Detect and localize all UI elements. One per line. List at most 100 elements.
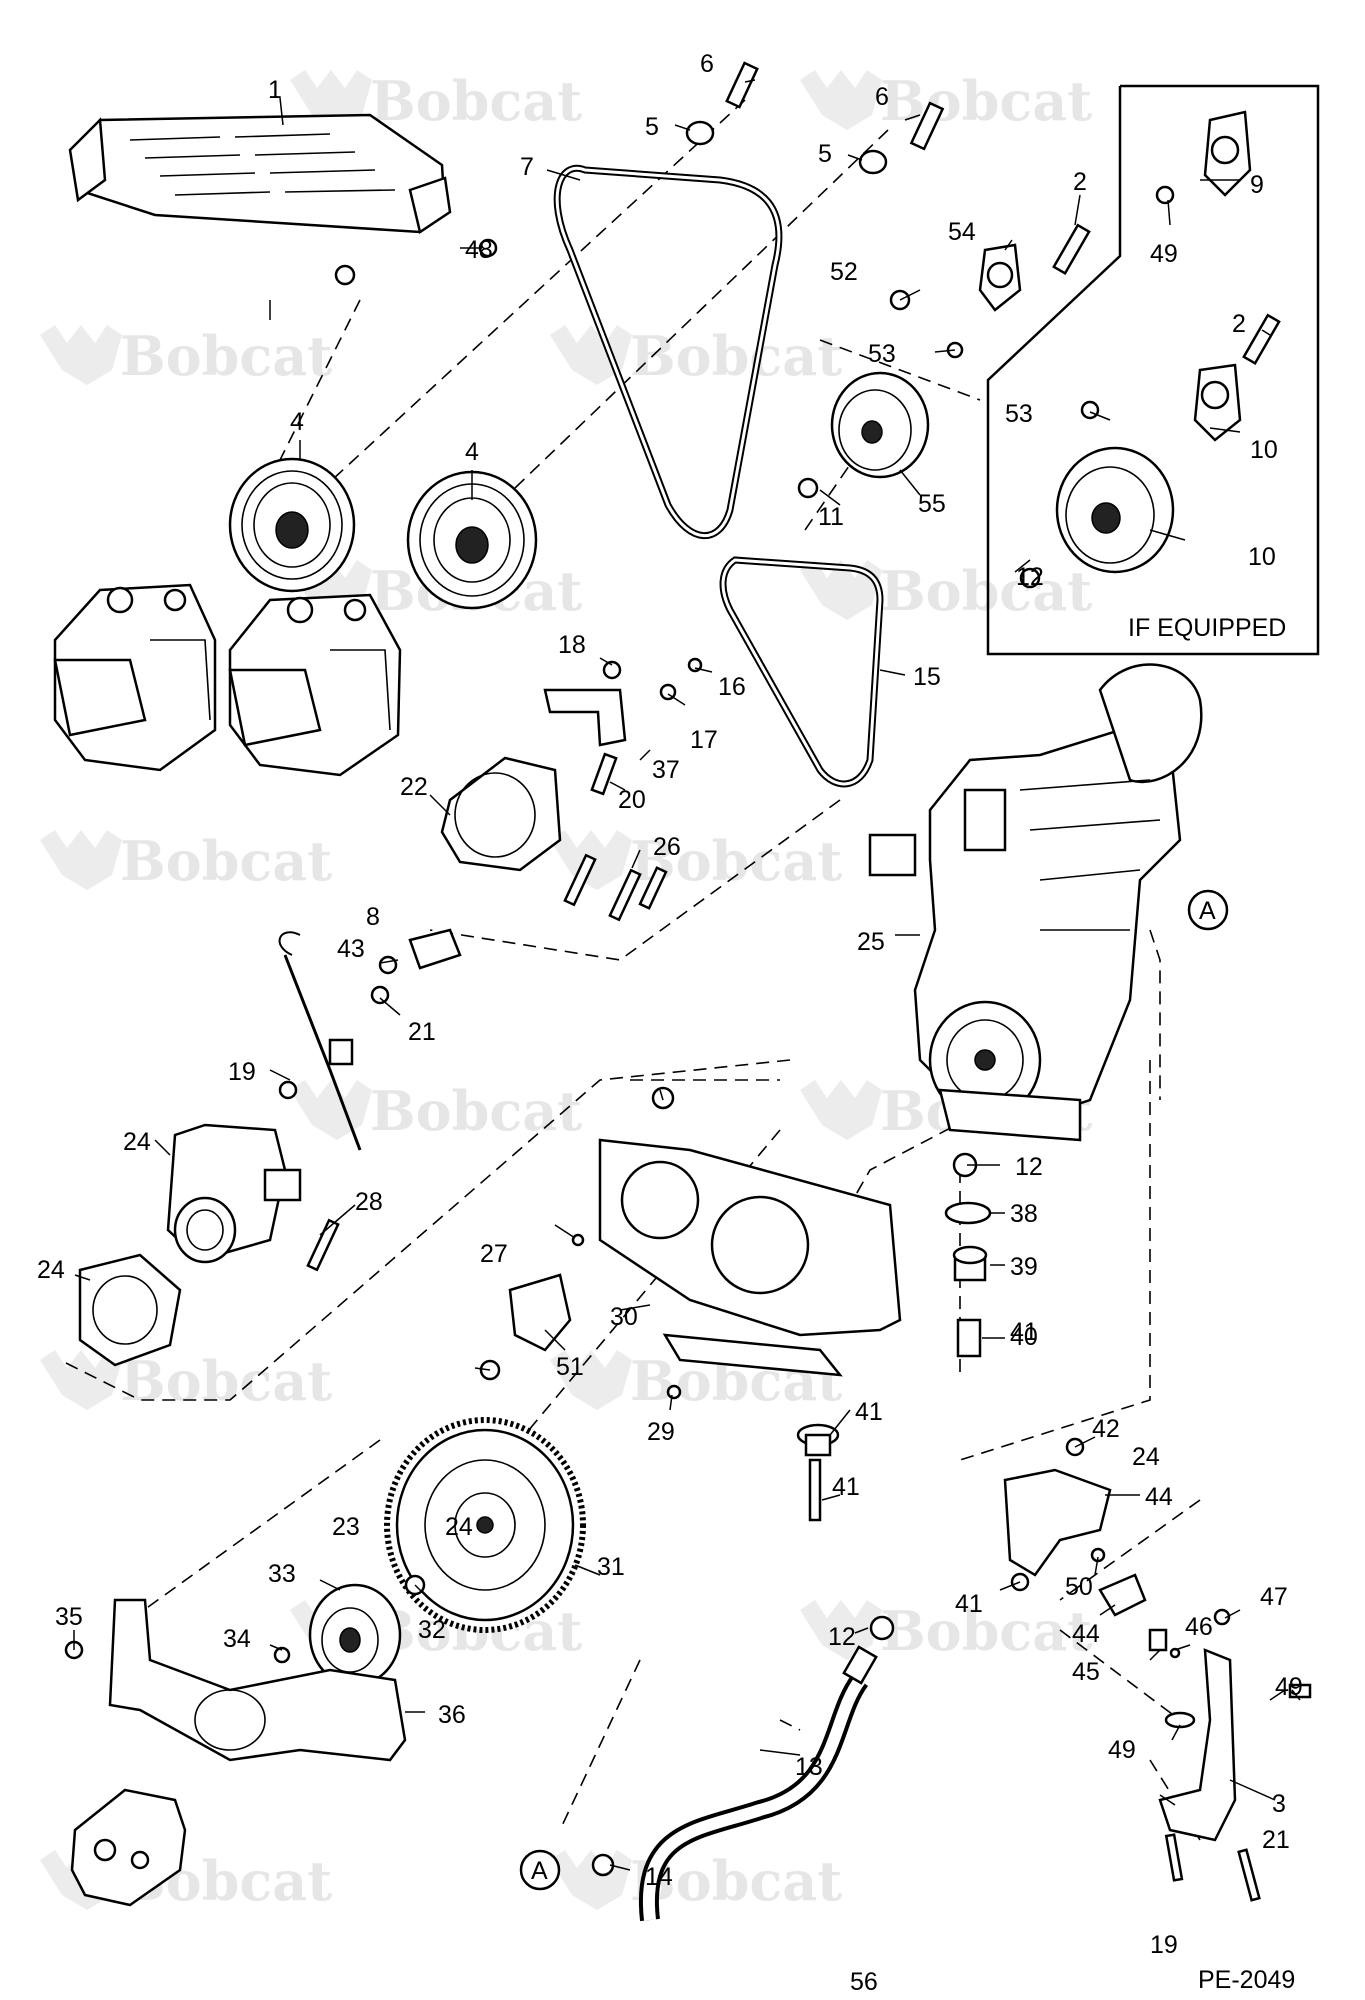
bobcat-logo-icon (40, 325, 122, 385)
bobcat-logo-icon (800, 1600, 882, 1660)
part-10-bracket-top (1203, 110, 1252, 197)
watermark-text: Bobcat (120, 1349, 332, 1413)
part-7-drive-belt (553, 164, 783, 540)
callout-1: 1 (268, 76, 282, 104)
callout-21: 21 (1262, 1826, 1290, 1854)
connector-a-label: A (531, 1857, 548, 1885)
callout-14: 14 (645, 1863, 673, 1891)
callout-50: 50 (1065, 1573, 1093, 1601)
figure-code: PE-2049 (1198, 1966, 1295, 1994)
callout-44: 44 (1072, 1620, 1100, 1648)
callout-49: 49 (1275, 1673, 1303, 1701)
callout-54: 54 (948, 218, 976, 246)
callout-layer: 1223445566789101011121212131415161718191… (37, 50, 1303, 1996)
callout-56: 56 (850, 1968, 878, 1996)
callout-41: 41 (955, 1590, 983, 1618)
callout-9: 9 (1250, 171, 1264, 199)
callout-29: 29 (647, 1418, 675, 1446)
callout-49: 49 (1108, 1736, 1136, 1764)
callout-47: 47 (1260, 1583, 1288, 1611)
callout-33: 33 (268, 1560, 296, 1588)
callout-48: 48 (465, 236, 493, 264)
callout-43: 43 (337, 935, 365, 963)
callout-32: 32 (418, 1616, 446, 1644)
callout-51: 51 (556, 1353, 584, 1381)
connector-a-label: A (1199, 897, 1216, 925)
bobcat-logo-icon (800, 1080, 882, 1140)
callout-5: 5 (818, 140, 832, 168)
callout-28: 28 (355, 1188, 383, 1216)
watermark-text: Bobcat (370, 69, 582, 133)
callout-16: 16 (718, 673, 746, 701)
callout-6: 6 (875, 83, 889, 111)
hydrostatic-pump-right (228, 593, 402, 777)
callout-6: 6 (700, 50, 714, 78)
callout-4: 4 (290, 408, 304, 436)
part-1-shield (68, 113, 452, 235)
callout-3: 3 (1272, 1790, 1286, 1818)
callout-12: 12 (1016, 563, 1044, 591)
part-32-engine-plate (598, 1138, 902, 1377)
part-46-isolator (1098, 1573, 1147, 1617)
callout-31: 31 (597, 1553, 625, 1581)
callout-45: 45 (1072, 1658, 1100, 1686)
callout-55: 55 (918, 490, 946, 518)
callout-41: 41 (832, 1473, 860, 1501)
connector-a-top: A (1187, 889, 1229, 931)
callout-20: 20 (618, 786, 646, 814)
part-52-bracket (508, 1273, 572, 1352)
callout-40: 40 (1010, 1323, 1038, 1351)
callout-17: 17 (690, 726, 718, 754)
callout-7: 7 (520, 153, 534, 181)
watermark-text: Bobcat (120, 829, 332, 893)
watermark-text: Bobcat (880, 1599, 1092, 1663)
callout-36: 36 (438, 1701, 466, 1729)
inset-label: IF EQUIPPED (1128, 614, 1286, 642)
watermark-text: Bobcat (630, 324, 842, 388)
connector-a-bottom: A (519, 1849, 561, 1891)
callout-49: 49 (1150, 240, 1178, 268)
dipstick-tube (278, 931, 362, 1151)
part-14-hose (638, 1645, 878, 1922)
callout-2: 2 (1232, 310, 1246, 338)
callout-19: 19 (228, 1058, 256, 1086)
part-4-pulley-left (228, 457, 356, 593)
part-55-tensioner (978, 243, 1022, 312)
callout-30: 30 (610, 1303, 638, 1331)
watermark-text: Bobcat (880, 69, 1092, 133)
callout-21: 21 (408, 1018, 436, 1046)
callout-5: 5 (645, 113, 659, 141)
callout-25: 25 (857, 928, 885, 956)
watermark-text: Bobcat (370, 1079, 582, 1143)
leader-lines (73, 79, 1301, 1871)
bobcat-logo-icon (800, 70, 882, 130)
bobcat-logo-icon (40, 830, 122, 890)
watermark-text: Bobcat (120, 324, 332, 388)
callout-42: 42 (1092, 1415, 1120, 1443)
callout-52: 52 (830, 258, 858, 286)
bobcat-logo-icon (550, 325, 632, 385)
part-25-starter (166, 1123, 302, 1264)
callout-10: 10 (1248, 543, 1276, 571)
callout-24: 24 (445, 1513, 473, 1541)
part-16-belt (719, 556, 884, 788)
callout-12: 12 (1015, 1153, 1043, 1181)
callout-44: 44 (1145, 1483, 1173, 1511)
callout-46: 46 (1185, 1613, 1213, 1641)
callout-4: 4 (465, 438, 479, 466)
callout-53: 53 (1005, 400, 1033, 428)
callout-38: 38 (1010, 1200, 1038, 1228)
callout-24: 24 (123, 1128, 151, 1156)
part-56-idler-pulley (830, 371, 930, 479)
callout-35: 35 (55, 1603, 83, 1631)
part-38-pump-mount (108, 1598, 407, 1762)
part-27-engine (868, 663, 1203, 1142)
callout-39: 39 (1010, 1253, 1038, 1281)
callout-37: 37 (652, 756, 680, 784)
callout-2: 2 (1073, 168, 1087, 196)
part-3-mount-bracket (1158, 1648, 1237, 1842)
bobcat-logo-icon (40, 1350, 122, 1410)
callout-18: 18 (558, 631, 586, 659)
bobcat-logo-icon (550, 1850, 632, 1910)
